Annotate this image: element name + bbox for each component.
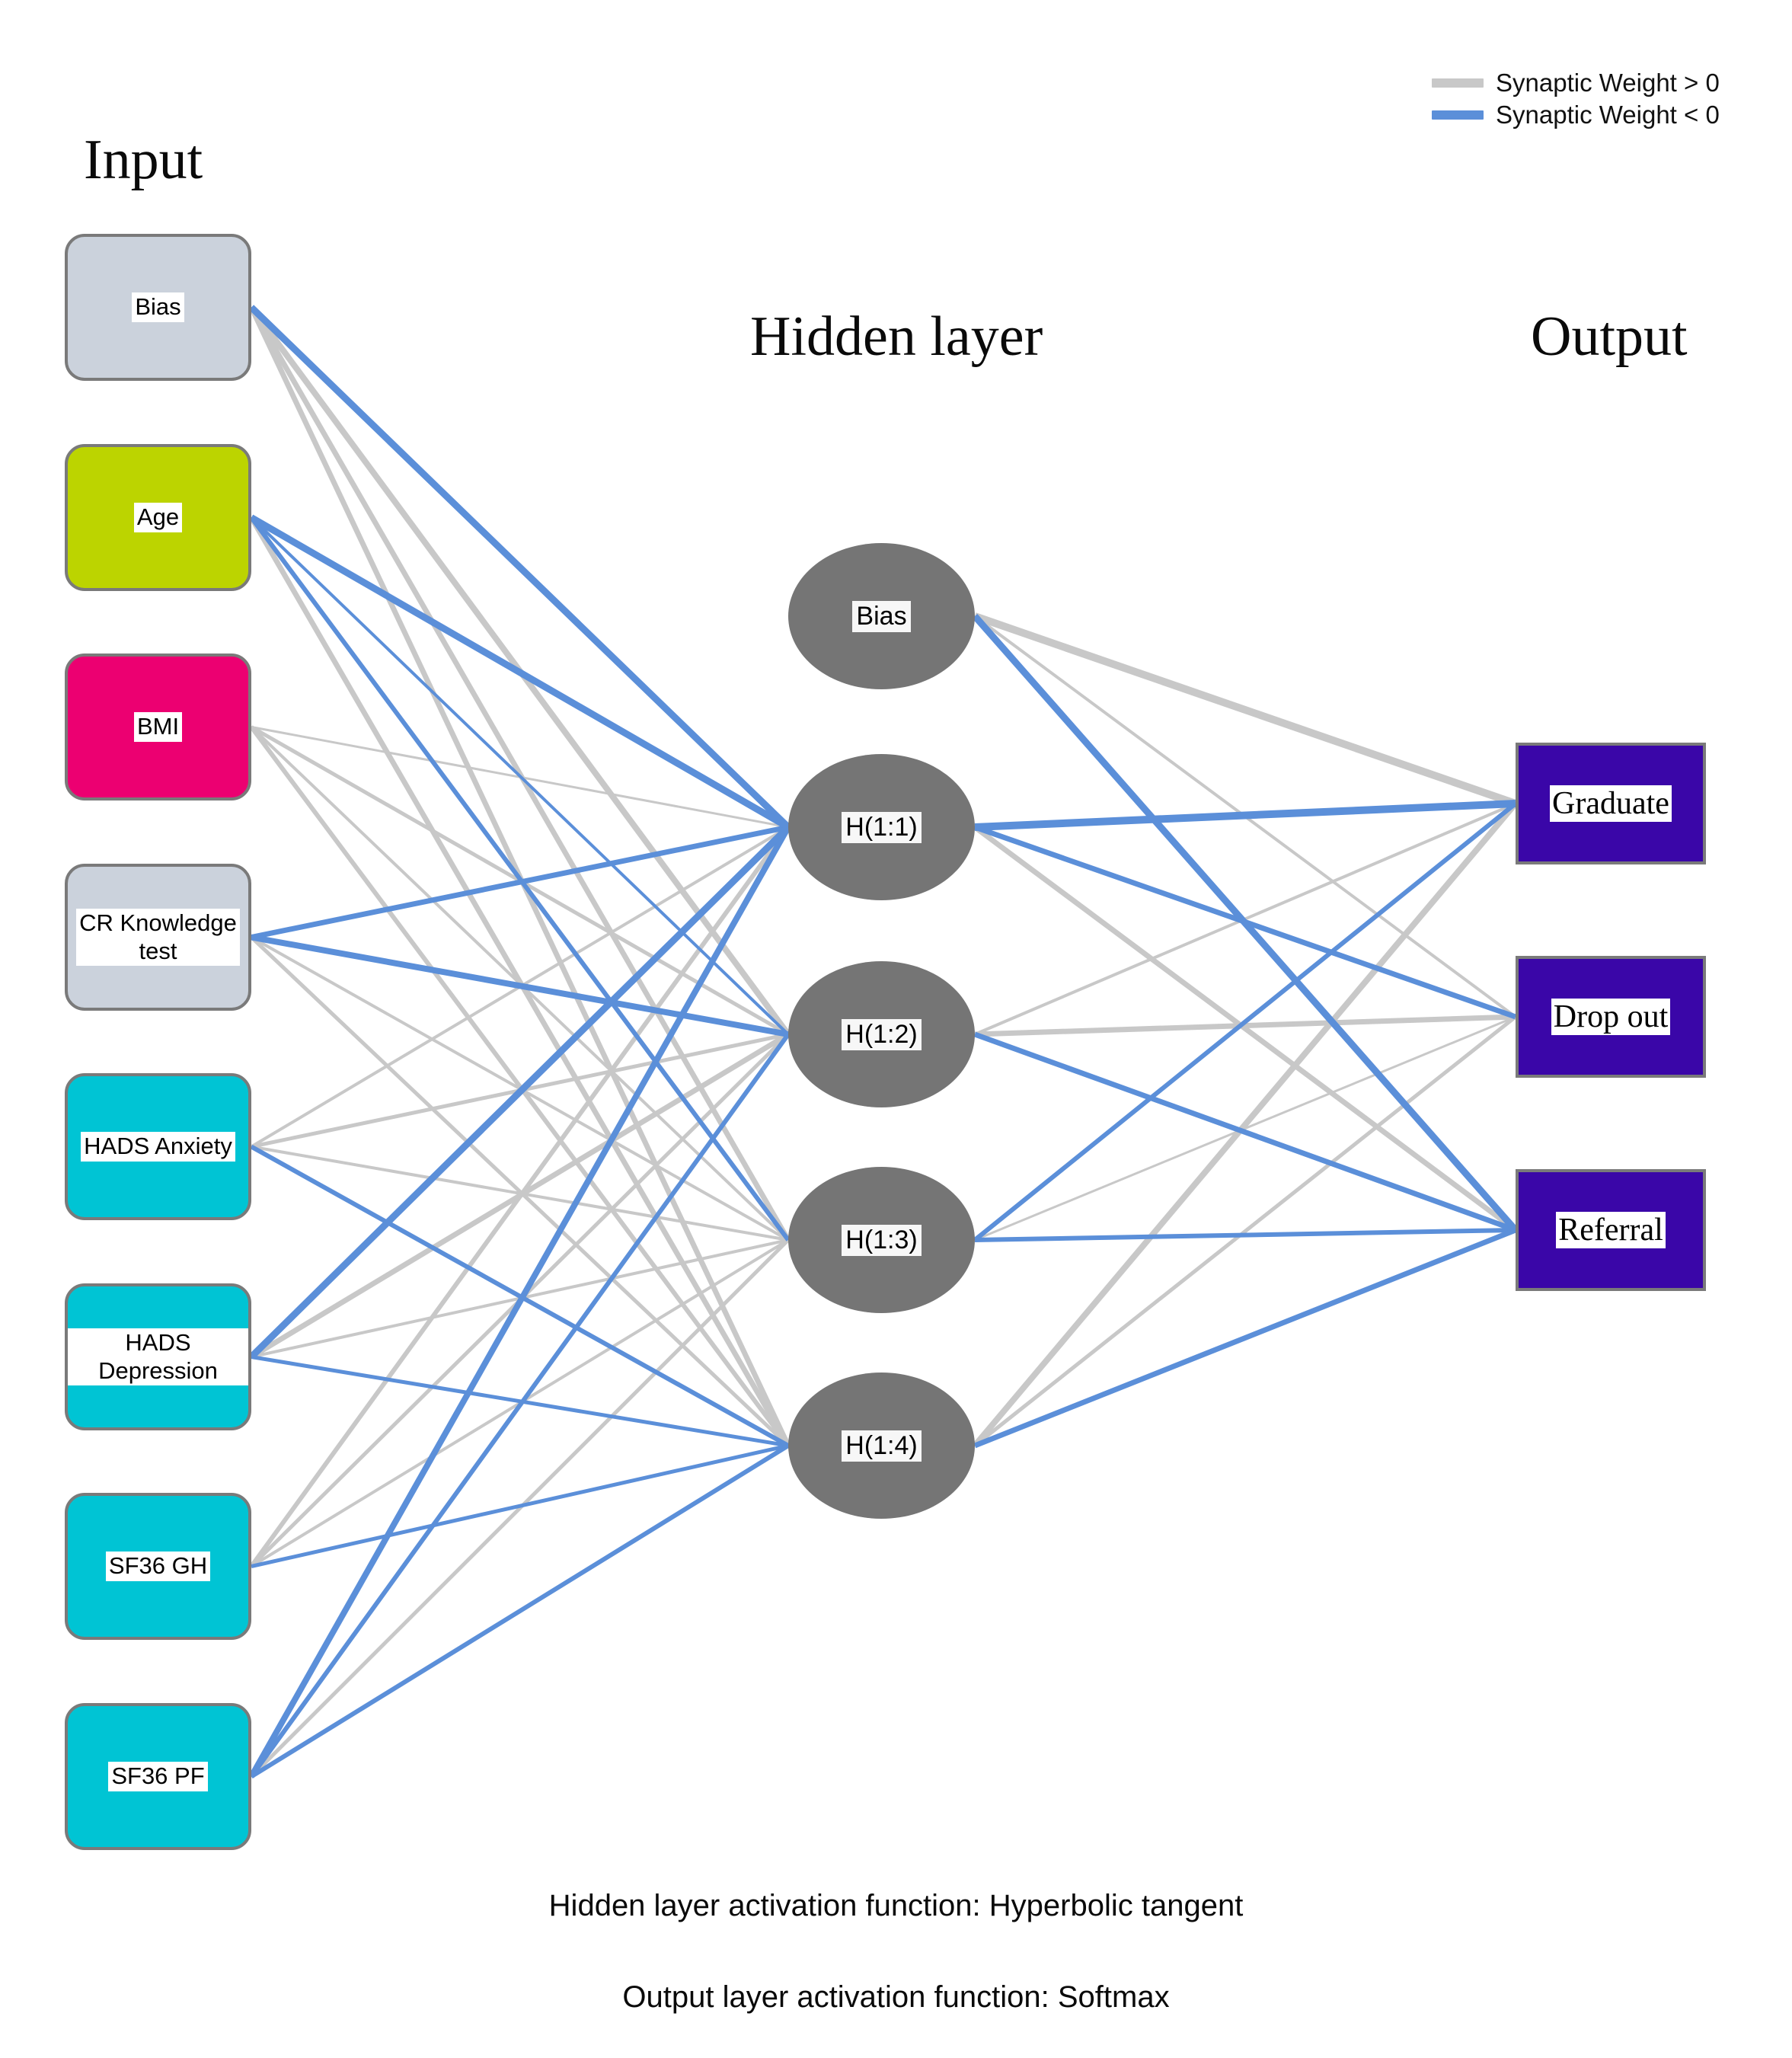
hidden-node-label: H(1:1) [842,811,922,843]
input-node[interactable]: CR Knowledge test [65,864,251,1011]
legend-item-negative: Synaptic Weight < 0 [1432,99,1720,131]
synapse-edge [973,612,1517,807]
synapse-edge [973,825,1518,1232]
synapse-edge [974,1014,1516,1037]
input-node[interactable]: Bias [65,234,251,381]
synapse-edge [250,1443,790,1779]
synapse-edge [249,1033,791,1778]
input-node-label: BMI [133,712,183,742]
input-node-label: HADS Depression [68,1328,248,1386]
input-node[interactable]: HADS Depression [65,1283,251,1430]
synapse-edge [249,516,791,1242]
hidden-node-label: Bias [852,600,911,632]
line-swatch-icon-negative [1432,110,1484,120]
input-node-label: Age [133,503,183,532]
synapse-edge [974,800,1516,831]
synapse-edge [973,1227,1517,1449]
synapse-edge [249,725,791,1447]
hidden-node-label: H(1:2) [842,1018,922,1050]
output-node[interactable]: Drop out [1516,956,1706,1078]
synapse-edge [251,1355,789,1448]
legend-label-negative: Synaptic Weight < 0 [1496,101,1720,129]
hidden-node[interactable]: Bias [788,543,975,689]
hidden-node[interactable]: H(1:1) [788,754,975,900]
input-node-label: SF36 PF [108,1762,208,1791]
hidden-node[interactable]: H(1:3) [788,1167,975,1313]
synapse-edge [248,516,791,1447]
legend: Synaptic Weight > 0 Synaptic Weight < 0 [1432,67,1720,131]
synapse-edge [248,305,791,830]
output-node-label: Graduate [1550,785,1672,822]
synapse-edge [972,801,1519,1448]
hidden-node-label: H(1:3) [842,1224,922,1256]
synapse-edge [251,824,789,940]
hidden-node[interactable]: H(1:2) [788,961,975,1107]
legend-item-positive: Synaptic Weight > 0 [1432,67,1720,99]
output-node-label: Referral [1556,1212,1666,1248]
hidden-activation-note: Hidden layer activation function: Hyperb… [548,1889,1244,1922]
input-node-label: SF36 GH [105,1551,211,1581]
synapse-edge [249,514,791,830]
synapse-edge [248,826,791,1778]
input-layer-heading: Input [84,129,203,191]
synapse-edge [250,1238,790,1778]
output-node[interactable]: Referral [1516,1169,1706,1291]
synapse-edge [251,1443,789,1568]
synapse-edge [250,1031,790,1360]
synapse-edge [973,1015,1517,1447]
input-node[interactable]: SF36 GH [65,1493,251,1640]
output-node-label: Drop out [1551,999,1671,1035]
synapse-edge [972,614,1519,1232]
synapse-edge [973,1031,1517,1233]
synapse-edge [973,801,1517,1242]
output-layer-heading: Output [1531,305,1688,368]
input-node-label: Bias [132,292,184,322]
line-swatch-icon-positive [1432,78,1484,88]
synapse-edge [248,305,791,1242]
input-node[interactable]: BMI [65,654,251,801]
hidden-node[interactable]: H(1:4) [788,1373,975,1519]
synapse-edge [248,824,791,1360]
synapse-edge [250,516,790,1036]
input-node-label: HADS Anxiety [81,1132,235,1162]
input-node-label: CR Knowledge test [76,908,240,967]
legend-label-positive: Synaptic Weight > 0 [1496,69,1720,97]
synapse-edge [251,934,789,1037]
output-activation-note: Output layer activation function: Softma… [622,1980,1170,2014]
input-node[interactable]: Age [65,444,251,591]
input-node[interactable]: HADS Anxiety [65,1073,251,1220]
synapse-edge [974,1228,1516,1242]
input-node[interactable]: SF36 PF [65,1703,251,1850]
synapse-edge [250,935,790,1447]
hidden-node-label: H(1:4) [842,1430,922,1462]
hidden-layer-heading: Hidden layer [750,305,1043,368]
output-node[interactable]: Graduate [1516,743,1706,864]
